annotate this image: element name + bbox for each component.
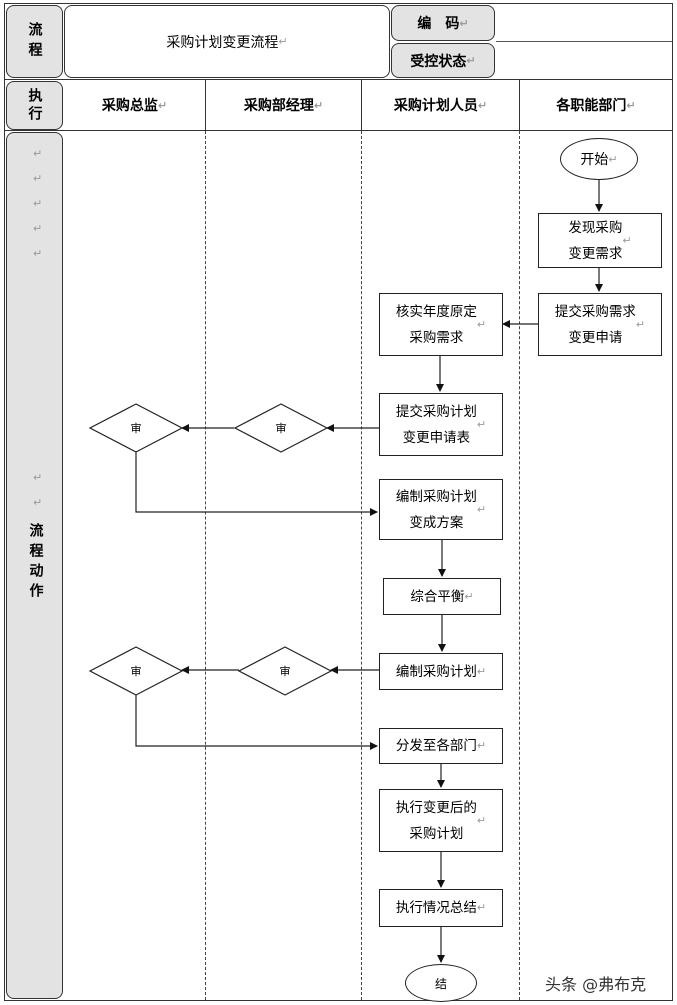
header-divider [4, 79, 673, 80]
return-mark: ↵ [33, 222, 43, 235]
lane-header-director-text: 采购总监 [101, 98, 158, 114]
return-mark: ↵ [626, 98, 636, 112]
row-label-execute-text: 执行 [26, 87, 43, 124]
return-mark: ↵ [464, 589, 474, 603]
discover-need-text: 发现采购 变更需求 [568, 219, 623, 262]
distribute-text: 分发至各部门 [395, 738, 477, 754]
submit-change-request-step: 提交采购需求 变更申请↵ [538, 293, 662, 356]
distribute-step: 分发至各部门↵ [379, 728, 503, 764]
decision-manager-2-label: 审 [279, 665, 291, 678]
row-label-flow: ↵ ↵ ↵ ↵ ↵ ↵ ↵ 流程动作 [6, 132, 63, 999]
decision-director-2 [88, 646, 184, 696]
discover-need-step: 发现采购 变更需求↵ [538, 213, 662, 268]
return-mark: ↵ [33, 147, 43, 160]
return-mark: ↵ [476, 813, 487, 827]
return-mark: ↵ [33, 471, 43, 484]
return-mark: ↵ [33, 247, 43, 260]
submit-change-request-text: 提交采购需求 变更申请 [554, 303, 636, 346]
decision-manager-1 [233, 403, 329, 453]
draft-change-plan-step: 编制采购计划 变成方案↵ [379, 479, 503, 540]
execution-summary-step: 执行情况总结↵ [379, 889, 503, 927]
lane-separator [205, 131, 206, 1000]
code-label-text: 编 码 [417, 16, 460, 32]
end-node: 结 [405, 964, 477, 1002]
control-status-label-text: 受控状态 [410, 53, 467, 70]
diagram-frame [4, 3, 673, 1001]
return-mark: ↵ [33, 172, 43, 185]
control-status-label: 受控状态↵ [391, 43, 495, 78]
return-mark: ↵ [466, 54, 476, 67]
row-label-flow-text-wrap: 流程动作 [7, 513, 64, 613]
code-value-cell [496, 5, 672, 42]
return-mark: ↵ [635, 317, 646, 331]
row-label-process-text: 流程 [26, 21, 43, 62]
overall-balance-text: 综合平衡 [410, 588, 465, 605]
start-node: 开始↵ [560, 138, 638, 180]
decision-director-1 [88, 403, 184, 453]
return-mark: ↵ [477, 98, 488, 112]
overall-balance-step: 综合平衡↵ [383, 578, 501, 615]
execution-summary-text: 执行情况总结 [395, 900, 477, 916]
decision-manager-2 [237, 646, 333, 696]
row-label-flow-text: 流程动作 [27, 523, 44, 603]
return-mark: ↵ [476, 901, 487, 914]
return-mark: ↵ [608, 152, 618, 166]
end-node-text: 结 [434, 976, 447, 991]
return-mark: ↵ [476, 417, 487, 431]
compile-plan-step: 编制采购计划↵ [379, 653, 503, 690]
execute-changed-plan-step: 执行变更后的 采购计划↵ [379, 789, 503, 852]
lane-header-planner: 采购计划人员↵ [361, 80, 519, 130]
verify-annual-need-step: 核实年度原定 采购需求↵ [379, 293, 503, 356]
lane-header-divider [4, 130, 673, 131]
verify-annual-need-text: 核实年度原定 采购需求 [395, 303, 477, 346]
flow-title: 采购计划变更流程↵ [64, 5, 390, 78]
return-mark: ↵ [459, 16, 469, 30]
decision-manager-1-label: 审 [275, 422, 287, 435]
lane-header-departments: 各职能部门↵ [519, 80, 672, 130]
draft-change-plan-text: 编制采购计划 变成方案 [395, 488, 477, 531]
return-mark: ↵ [476, 739, 487, 752]
connector-director-to-distribute [135, 695, 378, 750]
return-mark: ↵ [278, 35, 288, 48]
lane-header-manager-text: 采购部经理 [243, 98, 314, 114]
lane-header-manager: 采购部经理↵ [205, 80, 361, 130]
lane-header-planner-text: 采购计划人员 [393, 98, 478, 114]
compile-plan-text: 编制采购计划 [395, 663, 477, 680]
return-mark: ↵ [476, 664, 487, 678]
return-mark: ↵ [33, 496, 43, 509]
connector-director-to-draft [135, 452, 378, 516]
lane-separator [361, 131, 362, 1000]
return-mark: ↵ [476, 502, 487, 516]
return-mark: ↵ [313, 98, 324, 112]
lane-header-departments-text: 各职能部门 [556, 98, 627, 114]
execute-changed-plan-text: 执行变更后的 采购计划 [395, 799, 477, 842]
watermark: 头条 @弗布克 [545, 975, 647, 994]
lane-header-director: 采购总监↵ [64, 80, 205, 130]
start-node-text: 开始 [580, 152, 609, 168]
code-label: 编 码↵ [391, 5, 495, 41]
submit-plan-change-form-text: 提交采购计划 变更申请表 [395, 403, 477, 446]
return-mark: ↵ [476, 317, 487, 331]
row-label-process: 流程 [6, 5, 63, 78]
return-mark: ↵ [622, 233, 632, 247]
submit-plan-change-form-step: 提交采购计划 变更申请表↵ [379, 393, 503, 456]
decision-director-2-label: 审 [130, 665, 142, 678]
return-mark: ↵ [157, 98, 168, 112]
return-mark: ↵ [33, 197, 43, 210]
flow-title-text: 采购计划变更流程 [166, 34, 279, 51]
lane-separator [519, 131, 520, 1000]
row-label-execute: 执行 [6, 81, 63, 130]
decision-director-1-label: 审 [130, 422, 142, 435]
